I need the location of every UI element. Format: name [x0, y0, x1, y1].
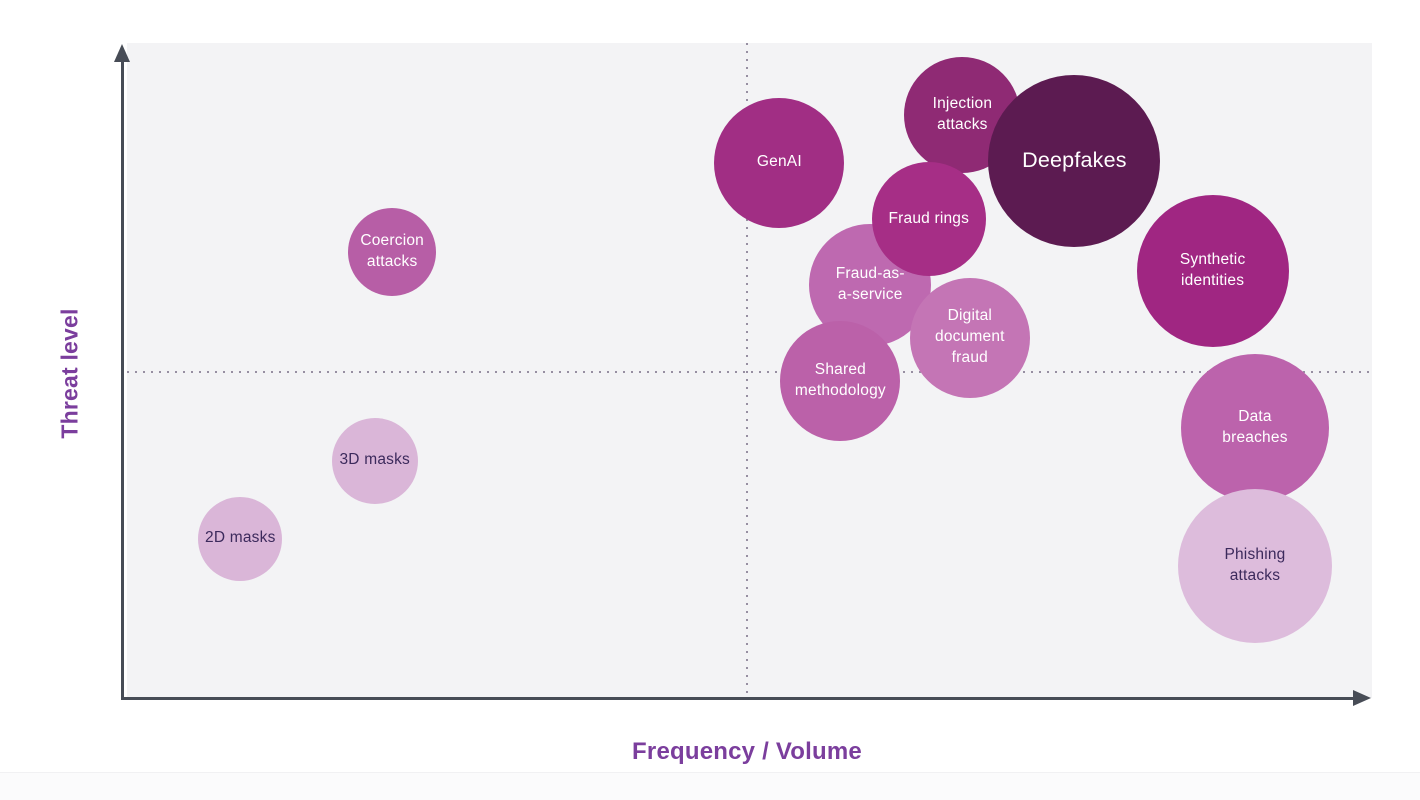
bubble-coercion-attacks: Coercion attacks — [348, 207, 437, 296]
bubble-data-breaches: Data breaches — [1180, 354, 1329, 503]
x-axis-label: Frequency / Volume — [632, 738, 862, 765]
x-axis-arrow-icon — [1353, 690, 1371, 706]
y-axis-line — [121, 52, 124, 699]
y-axis-label: Threat level — [56, 308, 83, 439]
bubble-fraud-rings: Fraud rings — [871, 162, 986, 277]
bubble-2d-masks: 2D masks — [198, 496, 283, 581]
bubble-deepfakes: Deepfakes — [988, 74, 1161, 247]
bubble-genai: GenAI — [714, 97, 845, 228]
gridline-vertical-dotted — [746, 43, 748, 698]
bubble-fraud-as-a-service: Fraud-as- a-service — [809, 223, 932, 346]
x-axis-line — [121, 697, 1357, 700]
footer-strip — [0, 772, 1420, 800]
y-axis-arrow-icon — [114, 44, 130, 62]
bubble-synthetic-identities: Synthetic identities — [1136, 194, 1289, 347]
gridline-horizontal-dotted — [127, 370, 1372, 373]
bubble-digital-document-fraud: Digital document fraud — [909, 277, 1030, 398]
bubble-shared-methodology: Shared methodology — [780, 320, 901, 441]
bubble-3d-masks: 3D masks — [331, 417, 418, 504]
bubble-phishing-attacks: Phishing attacks — [1177, 488, 1332, 643]
